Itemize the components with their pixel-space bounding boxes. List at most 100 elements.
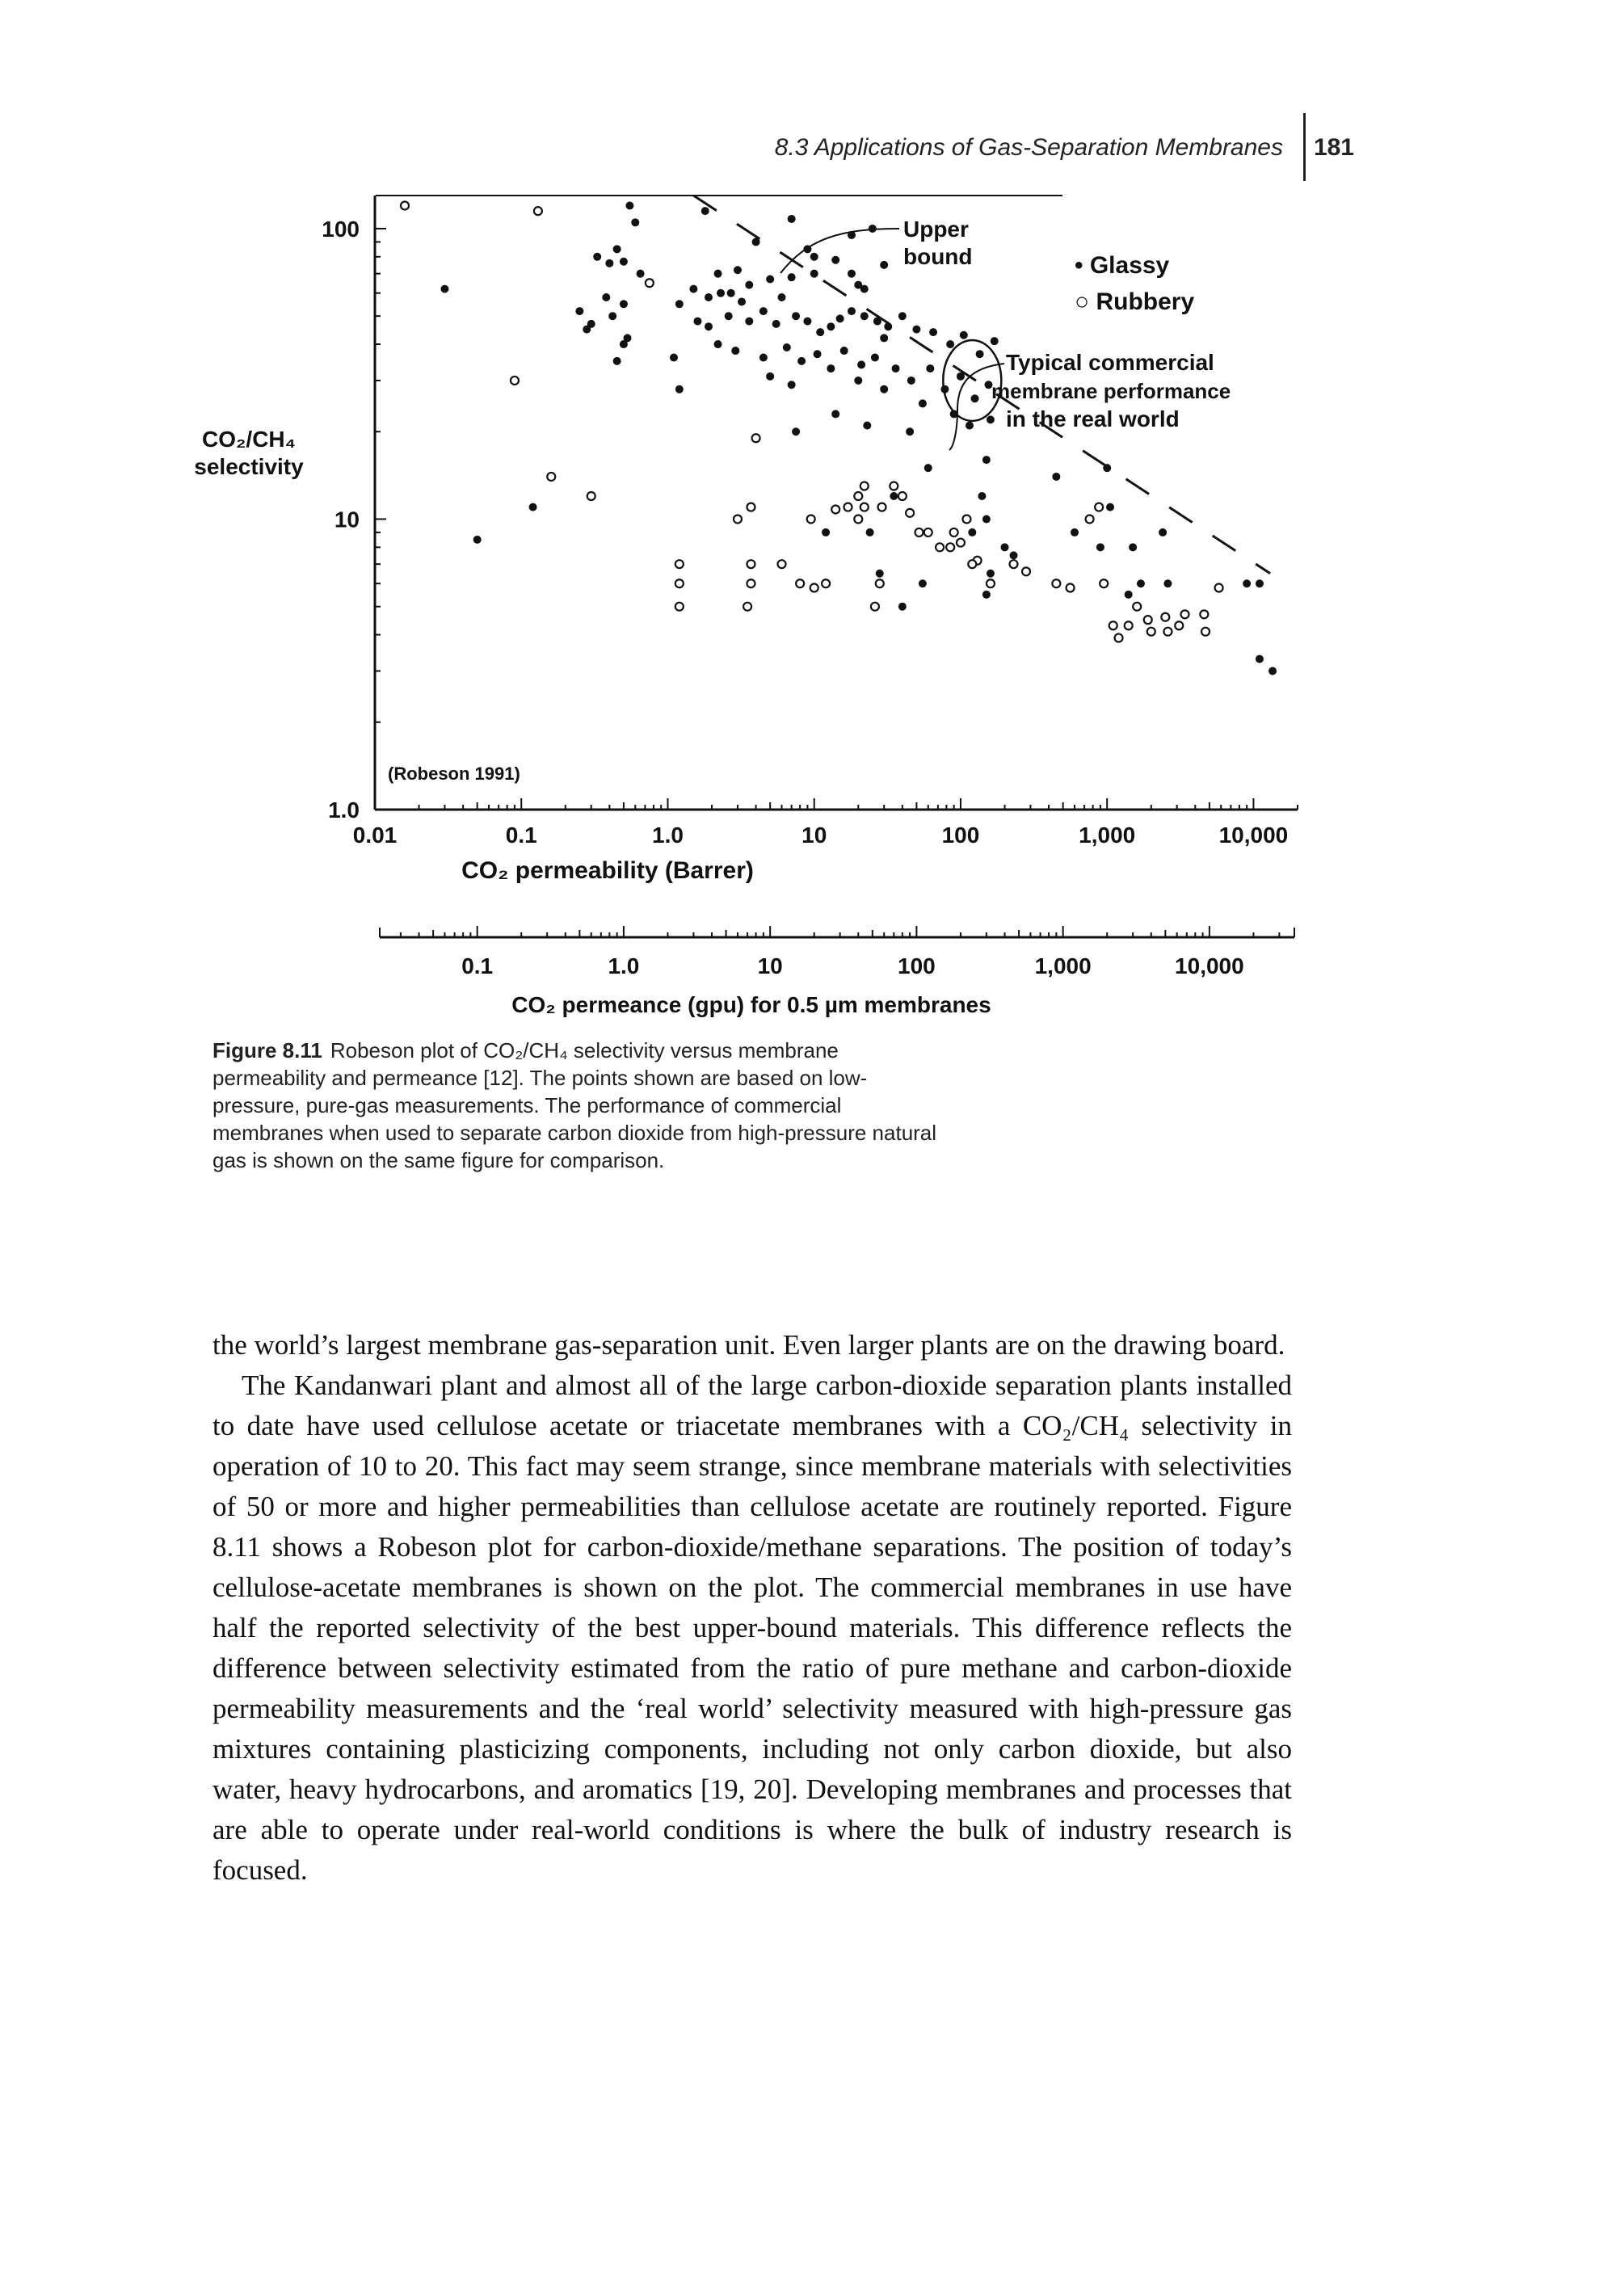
rubbery-point xyxy=(1099,579,1109,589)
glassy-point xyxy=(738,297,747,306)
x-tick-label: 0.1 xyxy=(506,823,537,848)
glassy-point xyxy=(705,293,713,302)
glassy-point xyxy=(860,312,869,321)
glassy-point xyxy=(982,590,991,599)
glassy-point xyxy=(803,245,812,254)
glassy-point xyxy=(891,364,900,373)
glassy-point xyxy=(854,376,863,385)
glassy-point xyxy=(816,328,825,337)
rubbery-point xyxy=(1065,583,1075,593)
rubbery-point xyxy=(1051,579,1062,589)
rubbery-point xyxy=(1200,626,1211,637)
labels-layer: CO₂/CH₄ selectivity CO₂ permeability (Ba… xyxy=(194,217,1231,1017)
body-paragraph-1: the world’s largest membrane gas-separat… xyxy=(212,1329,1285,1361)
caption-text: Robeson plot of CO₂/CH₄ selectivity vers… xyxy=(212,1038,937,1172)
upper-bound-line xyxy=(692,194,1271,574)
upper-bound-label-line2: bound xyxy=(903,244,973,269)
glassy-point xyxy=(1096,543,1104,552)
y-axis-label-line1: CO₂/CH₄ xyxy=(202,427,296,452)
secondary-x-tick-label: 10 xyxy=(758,953,783,978)
rubbery-point xyxy=(1008,559,1019,570)
glassy-point xyxy=(907,376,915,385)
glassy-point xyxy=(619,300,628,309)
commercial-label-line3: in the real world xyxy=(1006,406,1180,431)
commercial-label-line2: membrane performance xyxy=(991,379,1231,403)
rubbery-point xyxy=(751,433,761,444)
glassy-point xyxy=(870,353,879,362)
rubbery-point xyxy=(967,559,978,570)
glassy-point xyxy=(810,252,818,261)
x-tick-label: 1.0 xyxy=(652,823,684,848)
x-tick-label: 100 xyxy=(942,823,980,848)
glassy-point xyxy=(787,381,796,389)
glassy-point xyxy=(873,317,881,326)
glassy-point xyxy=(675,300,684,309)
glassy-point xyxy=(926,364,935,373)
glassy-point xyxy=(975,350,984,359)
glassy-point xyxy=(868,224,877,233)
glassy-point xyxy=(759,353,768,362)
rubbery-point xyxy=(853,514,864,524)
rubbery-point xyxy=(1108,621,1118,631)
rubbery-point xyxy=(1142,615,1153,625)
glassy-point xyxy=(1103,464,1112,473)
body-text: the world’s largest membrane gas-separat… xyxy=(212,1325,1292,1891)
rubbery-point xyxy=(1146,626,1156,637)
rubbery-point xyxy=(889,481,899,491)
glassy-point xyxy=(792,427,801,436)
glassy-point xyxy=(898,312,907,321)
legend-glassy: • Glassy xyxy=(1075,252,1170,279)
glassy-point xyxy=(865,528,874,536)
glassy-point xyxy=(970,394,979,403)
rubbery-point xyxy=(644,278,654,288)
glassy-point xyxy=(745,280,754,289)
rubbery-point xyxy=(859,481,869,491)
glassy-point xyxy=(1106,503,1115,511)
glassy-point xyxy=(875,569,884,578)
rubbery-point xyxy=(1160,612,1171,622)
glassy-point xyxy=(619,340,628,349)
glassy-point xyxy=(831,410,840,419)
x-axis-label: CO₂ permeability (Barrer) xyxy=(461,857,754,884)
upper-bound-label-line1: Upper xyxy=(903,217,969,242)
glassy-point xyxy=(1255,654,1264,663)
rubbery-point xyxy=(935,542,945,553)
glassy-point xyxy=(1009,551,1018,560)
glassy-point xyxy=(473,535,482,544)
glassy-point xyxy=(1255,579,1264,588)
secondary-x-tick-label: 1.0 xyxy=(608,953,639,978)
rubbery-point xyxy=(746,559,756,570)
glassy-point xyxy=(717,288,726,297)
glassy-point xyxy=(880,334,889,343)
glassy-point xyxy=(713,269,722,278)
rubbery-point xyxy=(795,579,806,589)
x-tick-label: 10,000 xyxy=(1219,823,1289,848)
rubbery-point xyxy=(546,471,557,482)
glassy-point xyxy=(1000,543,1009,552)
commercial-label-line1: Typical commercial xyxy=(1006,350,1214,375)
glassy-point xyxy=(1268,667,1277,675)
glassy-point xyxy=(835,314,844,323)
header-rule xyxy=(1303,113,1306,181)
rubbery-point xyxy=(853,490,864,502)
glassy-point xyxy=(860,284,869,293)
glassy-point xyxy=(956,372,965,381)
rubbery-point xyxy=(809,583,819,593)
source-note: (Robeson 1991) xyxy=(388,764,520,784)
glassy-point xyxy=(772,319,780,328)
glassy-point xyxy=(959,330,968,339)
running-head: 8.3 Applications of Gas-Separation Membr… xyxy=(727,113,1357,181)
glassy-point xyxy=(968,528,977,536)
x-tick-label: 10 xyxy=(801,823,827,848)
glassy-point xyxy=(918,579,927,588)
rubbery-point xyxy=(1163,626,1173,637)
glassy-point xyxy=(733,266,742,275)
glassy-point xyxy=(766,372,775,381)
rubbery-point xyxy=(985,579,996,589)
rubbery-point xyxy=(1132,601,1142,612)
secondary-x-axis-label: CO₂ permeance (gpu) for 0.5 µm membranes xyxy=(511,992,991,1017)
rubbery-point xyxy=(806,514,816,524)
rubbery-point xyxy=(1199,609,1210,620)
rubbery-point xyxy=(1214,583,1224,593)
